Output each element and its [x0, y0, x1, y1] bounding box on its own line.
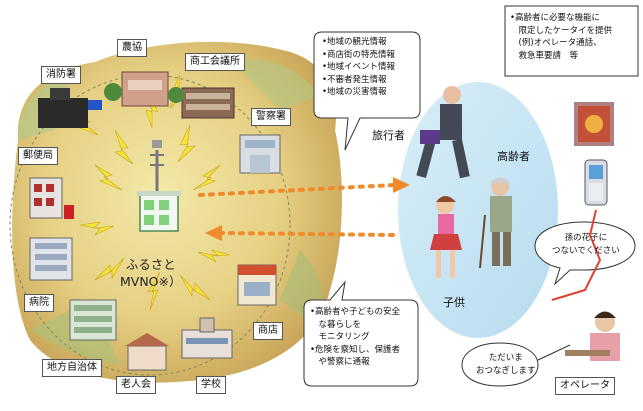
child-figure — [430, 196, 462, 278]
info-box-line: •高齢者に必要な機能に — [510, 13, 601, 23]
base-station-building — [137, 191, 181, 232]
operator-bubble-text: ただいま おつなぎします — [476, 352, 536, 377]
info-box-text: •高齢者に必要な機能に 限定したケータイを提供 (例)オペレータ通話、 救急車要… — [510, 12, 612, 62]
label-police: 警察署 — [251, 108, 291, 126]
label-elderly-center: 老人会 — [116, 376, 156, 394]
mvno-line-1: ふるさと — [125, 257, 176, 272]
bubble-operator — [461, 342, 539, 387]
operator-bubble-line: ただいま — [488, 353, 523, 363]
bubble-top — [313, 31, 421, 151]
bubble-bottom-line: •高齢者や子どもの安全 — [310, 307, 401, 317]
info-box-line: 救急車要請 等 — [510, 50, 579, 61]
building-fire-station — [38, 88, 102, 128]
info-box — [504, 5, 639, 77]
bubble-bottom-text: •高齢者や子どもの安全 な暮らしを モニタリング •危険を察知し、保護者 や警察… — [310, 306, 400, 369]
bolt — [114, 129, 134, 165]
label-child: 子供 — [443, 296, 465, 309]
mobile-phone — [584, 159, 608, 206]
bolt — [94, 257, 125, 281]
user-area — [398, 82, 558, 338]
bubble-bottom — [303, 280, 419, 387]
info-box-line: 限定したケータイを提供 — [510, 25, 613, 36]
bolt — [147, 271, 161, 311]
bolt — [79, 221, 115, 236]
label-operator: オペレータ — [555, 377, 615, 395]
building-police — [239, 134, 281, 174]
bolt — [192, 164, 221, 191]
bubble-top-line: •地域イベント情報 — [322, 62, 396, 72]
grandchild-bubble-text: 孫の花子に つないでください — [552, 232, 620, 257]
label-commerce-chamber: 商工会議所 — [185, 53, 245, 71]
label-shop: 商店 — [253, 322, 283, 340]
bubble-bottom-line: や警察に通報 — [310, 357, 370, 367]
bubble-top-line: •地域の観光情報 — [322, 37, 387, 47]
label-agri-coop: 農協 — [117, 39, 147, 57]
antenna-tower — [150, 140, 164, 195]
elderly-figure — [479, 177, 512, 269]
bubble-bottom-line: •危険を察知し、保護者 — [310, 344, 401, 355]
info-box-line: (例)オペレータ通話、 — [510, 38, 602, 48]
bubble-bottom-line: な暮らしを — [310, 319, 362, 330]
label-school: 学校 — [196, 376, 226, 394]
bolt — [179, 274, 211, 301]
mvno-line-2: MVNO※） — [120, 274, 182, 289]
building-local-government — [69, 299, 117, 341]
building-school — [181, 317, 233, 359]
label-hospital: 病院 — [24, 294, 54, 312]
bubble-top-line: •商店街の特売情報 — [322, 49, 396, 60]
operator-line — [551, 209, 602, 301]
traveler-figure — [416, 86, 470, 179]
building-elderly-center — [125, 333, 169, 371]
grandchild-bubble-line: つないでください — [552, 245, 620, 256]
bolt — [177, 124, 196, 163]
building-commerce-chamber — [181, 87, 235, 119]
dotted-arrows — [198, 177, 410, 241]
grandchild-bubble-line: 孫の花子に — [564, 233, 608, 243]
bolt — [197, 249, 231, 263]
coverage-ring — [9, 74, 291, 376]
operator-bubble-line: おつなぎします — [476, 365, 536, 376]
label-fire-station: 消防署 — [41, 66, 81, 84]
bubble-top-line: •地域の災害情報 — [322, 87, 387, 97]
mvno-label: ふるさと MVNO※） — [120, 256, 182, 290]
bubble-top-line: •不審者発生情報 — [322, 74, 387, 85]
building-hospital — [29, 237, 73, 281]
operator-figure — [565, 311, 620, 361]
bubble-bottom-line: モニタリング — [310, 332, 370, 342]
bolt — [94, 164, 123, 191]
green-patch — [230, 59, 320, 110]
tv-screen — [574, 102, 614, 146]
building-shop — [237, 264, 277, 306]
building-agri-coop — [104, 71, 184, 107]
label-elderly: 高齢者 — [497, 150, 530, 163]
bubble-top-text: •地域の観光情報 •商店街の特売情報 •地域イベント情報 •不審者発生情報 •地… — [322, 36, 395, 99]
building-post-office — [29, 177, 74, 219]
label-post-office: 郵便局 — [18, 147, 58, 165]
label-local-government: 地方自治体 — [42, 359, 102, 377]
label-traveler: 旅行者 — [372, 129, 405, 142]
bubble-grandchild — [534, 221, 636, 286]
